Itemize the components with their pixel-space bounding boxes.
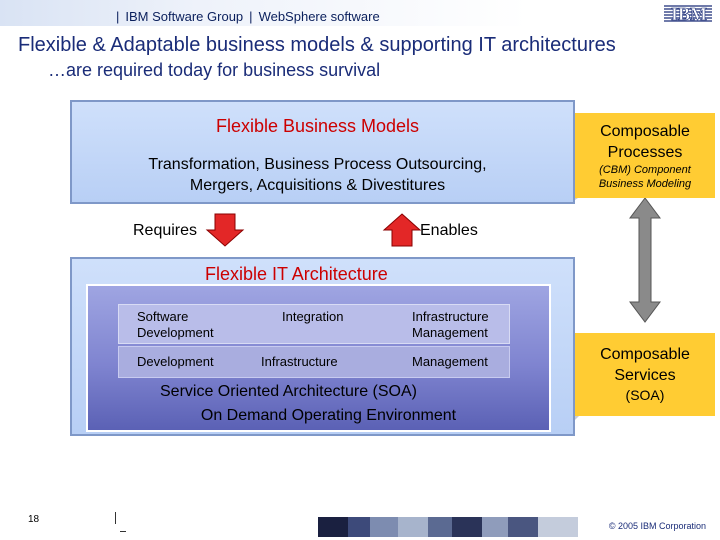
cell-infrastructure: Infrastructure (261, 354, 338, 369)
business-models-box: Flexible Business Models Transformation,… (70, 100, 575, 204)
business-models-title: Flexible Business Models (215, 116, 420, 136)
composable-services-box: Composable Services (SOA) (575, 333, 715, 416)
it-architecture-title: Flexible IT Architecture (205, 264, 388, 284)
ibm-logo-text: IBM (671, 4, 707, 23)
soa-line2: On Demand Operating Environment (200, 407, 457, 424)
composable-processes-line2: Processes (607, 144, 683, 161)
requires-label: Requires (133, 222, 198, 239)
copyright: © 2005 IBM Corporation (608, 521, 706, 531)
cell-integration: Integration (282, 309, 343, 325)
header-bar: | IBM Software Group | WebSphere software I… (0, 0, 720, 26)
composable-services-line1: Composable (600, 346, 690, 363)
header-group: IBM Software Group (125, 9, 244, 24)
cell-software-development: Software Development (137, 309, 214, 341)
capability-row-bottom (118, 346, 510, 378)
cell-line: Development (137, 325, 214, 340)
composable-processes-sub2: Business Modeling (598, 178, 692, 190)
header-product: WebSphere software (258, 9, 380, 24)
page-subtitle: …are required today for business surviva… (48, 60, 381, 80)
page-title: Flexible & Adaptable business models & s… (18, 34, 616, 56)
footer-divider (115, 512, 116, 524)
cell-line: Management (412, 325, 488, 340)
business-models-line1: Transformation, Business Process Outsour… (148, 156, 487, 173)
footer-divider (120, 531, 126, 532)
footer-image-strip (318, 517, 578, 537)
business-models-line2: Mergers, Acquisitions & Divestitures (189, 177, 446, 194)
cell-development: Development (137, 354, 214, 369)
composable-services-line2: Services (614, 367, 676, 384)
cell-line: Integration (282, 309, 344, 324)
soa-line1: Service Oriented Architecture (SOA) (160, 383, 417, 400)
double-arrow-icon (629, 197, 661, 323)
cell-management: Management (412, 354, 488, 369)
capability-row-top (118, 304, 510, 344)
ibm-logo-icon: IBM (664, 4, 712, 23)
header-separator: | (116, 9, 120, 24)
enables-label: Enables (420, 222, 478, 239)
composable-processes-line1: Composable (600, 123, 690, 140)
cell-line: Infrastructure (412, 309, 489, 324)
composable-services-sub: (SOA) (625, 387, 665, 403)
up-arrow-icon (382, 213, 422, 247)
down-arrow-icon (205, 213, 245, 247)
business-models-description: Transformation, Business Process Outsour… (72, 154, 563, 196)
cell-infrastructure-management: Infrastructure Management (412, 309, 489, 341)
header-gradient (0, 0, 660, 26)
cell-line: Software (137, 309, 189, 324)
composable-processes-sub1: (CBM) Component (599, 164, 691, 176)
header-separator: | (249, 9, 253, 24)
page-number: 18 (28, 514, 40, 525)
composable-processes-box: Composable Processes (CBM) Component Bus… (575, 113, 715, 198)
header-text: | IBM Software Group | WebSphere software (113, 9, 383, 24)
